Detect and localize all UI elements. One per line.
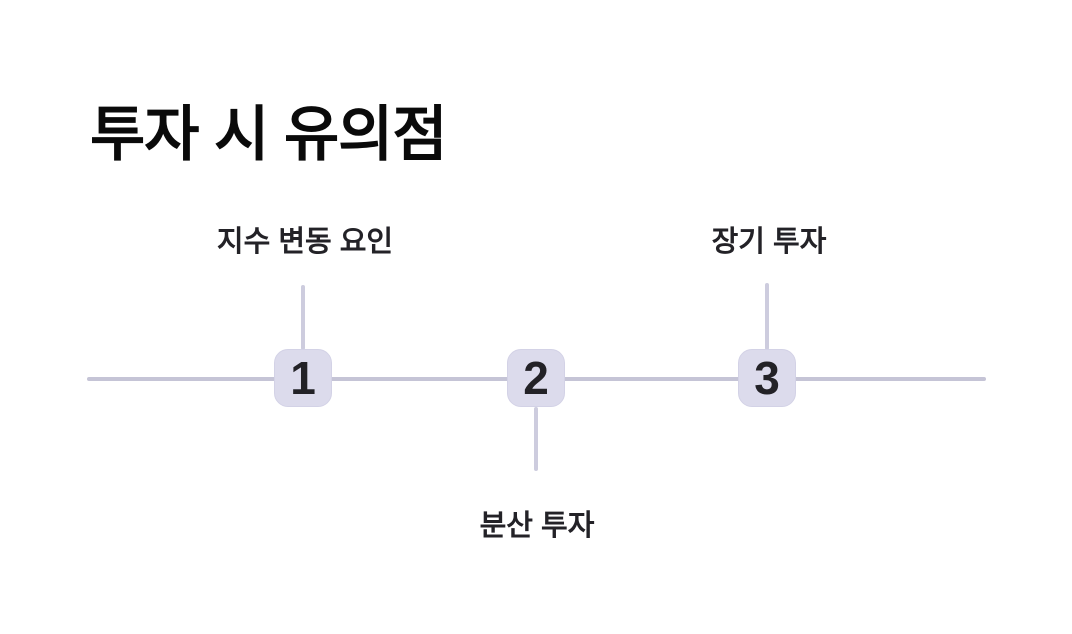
step-1-connector-line: [301, 285, 305, 350]
step-2-label: 분산 투자: [479, 510, 595, 542]
step-2-connector-line: [534, 407, 538, 471]
step-2-node: 2: [507, 349, 565, 407]
step-1-number: 1: [290, 352, 316, 404]
page-title: 투자 시 유의점: [90, 101, 448, 168]
step-3-node: 3: [738, 349, 796, 407]
step-3-label: 장기 투자: [711, 226, 827, 258]
step-3-connector-line: [765, 283, 769, 350]
step-1-node: 1: [274, 349, 332, 407]
step-3-number: 3: [754, 352, 780, 404]
step-1-label: 지수 변동 요인: [216, 226, 394, 258]
step-2-number: 2: [523, 352, 549, 404]
